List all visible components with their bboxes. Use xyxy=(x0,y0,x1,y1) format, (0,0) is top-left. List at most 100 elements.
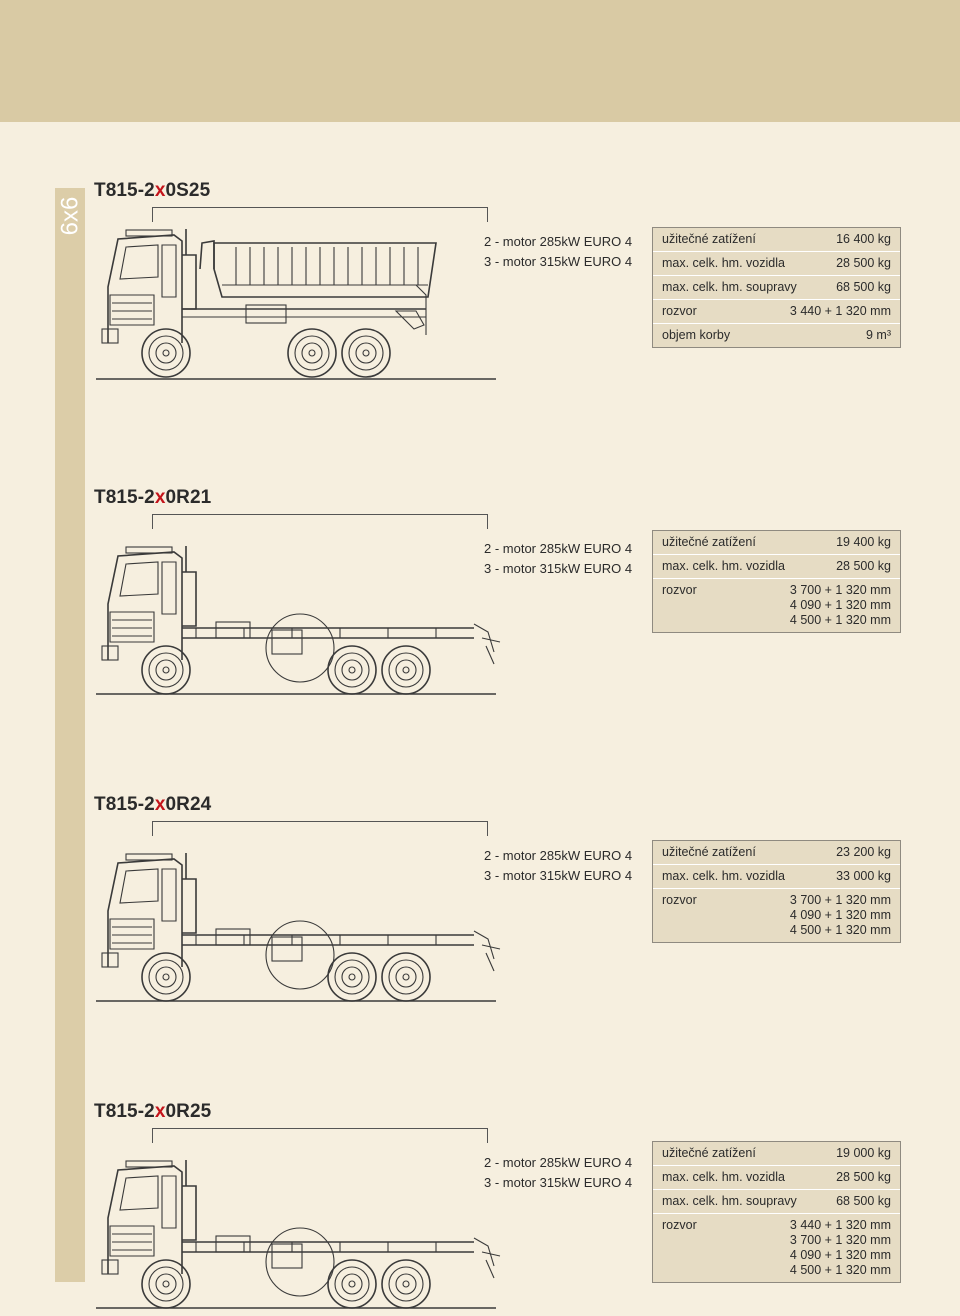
spec-value-line: 68 500 kg xyxy=(836,1194,891,1208)
spec-value: 19 400 kg xyxy=(836,531,891,554)
title-bracket xyxy=(152,207,488,222)
spec-row: rozvor 3 440 + 1 320 mm xyxy=(653,300,900,324)
motor-line: 2 - motor 285kW EURO 4 xyxy=(484,848,633,863)
motor-list: 2 - motor 285kW EURO 4 3 - motor 315kW EU… xyxy=(484,232,632,271)
spec-value-line: 28 500 kg xyxy=(836,256,891,270)
spec-label: užitečné zatížení xyxy=(662,535,756,549)
spec-label: užitečné zatížení xyxy=(662,232,756,246)
spec-value: 33 000 kg xyxy=(836,865,891,888)
side-tab-label: 6x6 xyxy=(56,196,84,236)
model-title-x: x xyxy=(154,794,166,815)
model-title: T815-2x0R24 xyxy=(94,794,211,816)
title-bracket xyxy=(152,1128,488,1143)
spec-label: max. celk. hm. vozidla xyxy=(662,256,785,270)
spec-value: 23 200 kg xyxy=(836,841,891,864)
model-title: T815-2x0R21 xyxy=(94,487,211,509)
spec-row: max. celk. hm. soupravy 68 500 kg xyxy=(653,276,900,300)
spec-value-line: 9 m³ xyxy=(866,328,891,342)
model-title-x: x xyxy=(154,1101,166,1122)
spec-value: 3 440 + 1 320 mm xyxy=(790,300,891,323)
model-title: T815-2x0R25 xyxy=(94,1101,211,1123)
spec-value: 28 500 kg xyxy=(836,555,891,578)
motor-line: 3 - motor 315kW EURO 4 xyxy=(484,1174,633,1190)
spec-value-line: 16 400 kg xyxy=(836,232,891,246)
spec-row: užitečné zatížení 23 200 kg xyxy=(653,841,900,865)
model-title-suffix: 0R21 xyxy=(165,487,212,508)
motor-line: 3 - motor 315kW EURO 4 xyxy=(484,253,633,269)
motor-line: 3 - motor 315kW EURO 4 xyxy=(484,867,633,883)
chassis-truck-icon xyxy=(96,849,501,1009)
spec-value-line: 19 400 kg xyxy=(836,535,891,549)
chassis-truck-icon xyxy=(96,542,501,702)
spec-label: rozvor xyxy=(662,1218,697,1232)
dump-truck-icon xyxy=(96,225,496,385)
spec-table: užitečné zatížení 19 400 kg max. celk. hm.… xyxy=(652,530,901,633)
spec-value: 16 400 kg xyxy=(836,228,891,251)
model-title-prefix: T815-2 xyxy=(94,1101,155,1122)
title-bracket xyxy=(152,821,488,836)
spec-value-line: 4 090 + 1 320 mm xyxy=(789,598,891,612)
spec-value-line: 4 090 + 1 320 mm xyxy=(789,908,891,922)
model-title-suffix: 0R24 xyxy=(165,794,212,815)
spec-value: 68 500 kg xyxy=(836,1190,891,1213)
motor-list: 2 - motor 285kW EURO 4 3 - motor 315kW EU… xyxy=(484,1153,632,1192)
top-band xyxy=(0,0,960,122)
motor-line: 2 - motor 285kW EURO 4 xyxy=(484,234,633,249)
spec-table: užitečné zatížení 19 000 kg max. celk. hm.… xyxy=(652,1141,901,1283)
spec-label: max. celk. hm. soupravy xyxy=(662,280,797,294)
spec-value-line: 4 090 + 1 320 mm xyxy=(789,1248,891,1262)
spec-value: 28 500 kg xyxy=(836,252,891,275)
model-title-suffix: 0S25 xyxy=(165,180,211,201)
motor-line: 2 - motor 285kW EURO 4 xyxy=(484,1155,633,1170)
spec-value: 9 m³ xyxy=(866,324,891,347)
spec-label: užitečné zatížení xyxy=(662,1146,756,1160)
spec-value-line: 19 000 kg xyxy=(836,1146,891,1160)
spec-value-line: 3 700 + 1 320 mm xyxy=(789,1233,891,1247)
spec-row: objem korby 9 m³ xyxy=(653,324,900,347)
spec-value-line: 33 000 kg xyxy=(836,869,891,883)
spec-value: 28 500 kg xyxy=(836,1166,891,1189)
spec-label: max. celk. hm. soupravy xyxy=(662,1194,797,1208)
spec-value: 19 000 kg xyxy=(836,1142,891,1165)
model-title-prefix: T815-2 xyxy=(94,794,155,815)
spec-value-line: 3 700 + 1 320 mm xyxy=(789,893,891,907)
spec-label: užitečné zatížení xyxy=(662,845,756,859)
spec-label: rozvor xyxy=(662,583,697,597)
spec-value-line: 68 500 kg xyxy=(836,280,891,294)
model-title-prefix: T815-2 xyxy=(94,487,155,508)
spec-table: užitečné zatížení 23 200 kg max. celk. hm.… xyxy=(652,840,901,943)
spec-row: max. celk. hm. vozidla 28 500 kg xyxy=(653,252,900,276)
motor-list: 2 - motor 285kW EURO 4 3 - motor 315kW EU… xyxy=(484,539,632,578)
model-title-suffix: 0R25 xyxy=(165,1101,212,1122)
chassis-truck-icon xyxy=(96,1156,501,1316)
spec-label: max. celk. hm. vozidla xyxy=(662,869,785,883)
motor-line: 2 - motor 285kW EURO 4 xyxy=(484,541,633,556)
motor-line: 3 - motor 315kW EURO 4 xyxy=(484,560,633,576)
spec-value-line: 28 500 kg xyxy=(836,1170,891,1184)
spec-value-line: 4 500 + 1 320 mm xyxy=(789,613,891,627)
spec-value-line: 4 500 + 1 320 mm xyxy=(789,923,891,937)
model-title: T815-2x0S25 xyxy=(94,180,210,202)
spec-label: objem korby xyxy=(662,328,731,342)
model-title-x: x xyxy=(154,180,166,201)
spec-value-line: 4 500 + 1 320 mm xyxy=(789,1263,891,1277)
spec-label: rozvor xyxy=(662,893,697,907)
spec-label: max. celk. hm. vozidla xyxy=(662,559,785,573)
spec-value: 68 500 kg xyxy=(836,276,891,299)
title-bracket xyxy=(152,514,488,529)
spec-value-line: 28 500 kg xyxy=(836,559,891,573)
spec-row: užitečné zatížení 19 400 kg xyxy=(653,531,900,555)
spec-label: rozvor xyxy=(662,304,697,318)
spec-row: užitečné zatížení 19 000 kg xyxy=(653,1142,900,1166)
spec-row: max. celk. hm. vozidla 28 500 kg xyxy=(653,555,900,579)
spec-value-line: 3 700 + 1 320 mm xyxy=(789,583,891,597)
model-title-prefix: T815-2 xyxy=(94,180,155,201)
spec-label: max. celk. hm. vozidla xyxy=(662,1170,785,1184)
model-title-x: x xyxy=(154,487,166,508)
